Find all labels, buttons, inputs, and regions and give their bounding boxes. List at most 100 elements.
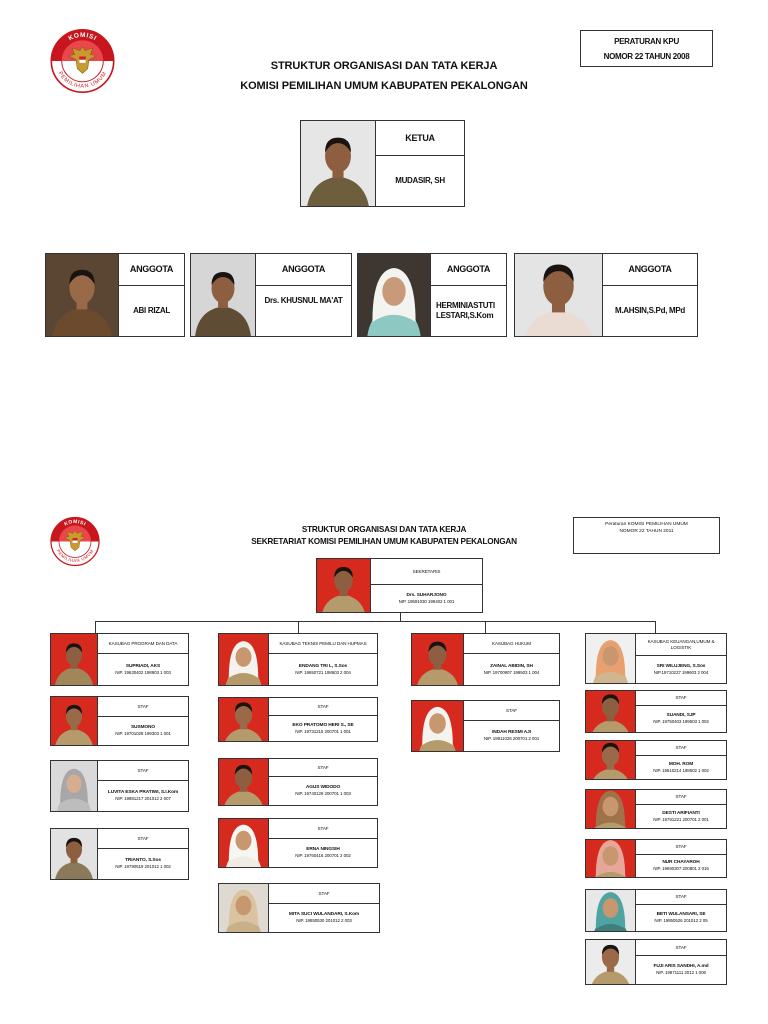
- employee-nip: NIP.19710227 199603 2 004: [653, 669, 709, 675]
- card-info: ANGGOTA Drs. KHUSNUL MA'AT: [256, 254, 351, 336]
- clothing: [592, 720, 629, 732]
- employee-name: AGUS WIDODO: [305, 785, 341, 791]
- member-name: ABI RIZAL: [133, 306, 170, 315]
- staff-card: STAF MOH. ROM NIP. 19610214 198502 1 002: [585, 740, 727, 780]
- card-info: STAF TRIANTO, S.Sos NIP. 19790519 201012…: [98, 829, 188, 879]
- shield-red: [72, 538, 78, 541]
- card-info: STAF BETI WULANSARI, SE NIP. 19850526 20…: [636, 890, 726, 931]
- face: [602, 796, 619, 817]
- regulation-line-2: NOMOR 22 TAHUN 2008: [603, 51, 690, 61]
- position-title: STAF: [269, 819, 377, 839]
- name-cell: HERMINIASTUTI LESTARI,S.Kom: [431, 286, 506, 336]
- hair: [334, 566, 353, 578]
- staff-card: STAF MITA SUCI WULANDARI, S.Kom NIP. 198…: [218, 883, 380, 933]
- photo: [586, 940, 636, 984]
- employee-name: MOH. ROM: [668, 761, 694, 767]
- clothing: [195, 306, 251, 336]
- position-title: ANGGOTA: [603, 254, 697, 286]
- employee-nip: NIP. 19630402 198903 1 003: [115, 669, 171, 675]
- hair: [428, 641, 447, 652]
- name-cell: M.AHSIN,S.Pd, MPd: [603, 286, 697, 336]
- face: [69, 271, 95, 304]
- staff-card: STAF DESTI ARIFIANTI NIP. 19791221 20070…: [585, 789, 727, 829]
- connector-line: [95, 621, 96, 633]
- employee-name: ZAINAL ABIDIN, SH: [490, 663, 533, 669]
- member-card: ANGGOTA ABI RIZAL: [45, 253, 185, 337]
- face: [429, 713, 446, 734]
- clothing: [225, 728, 262, 741]
- card-info: STAF AGUS WIDODO NIP. 19740129 200701 1 …: [269, 759, 377, 805]
- member-card: ANGGOTA HERMINIASTUTI LESTARI,S.Kom: [357, 253, 507, 337]
- regulation-box: Peraturan KOMISI PEMILIHAN UMUM NOMOR 22…: [573, 517, 720, 554]
- clothing: [55, 862, 93, 879]
- card-info: KETUA MUDASIR, SH: [376, 121, 464, 206]
- photo: [219, 884, 269, 932]
- regulation-box: PERATURAN KPU NOMOR 22 TAHUN 2008: [580, 30, 713, 67]
- portrait: [46, 254, 118, 336]
- kpu-logo: KOMISI PEMILIHAN UMUM: [50, 516, 100, 567]
- staff-card: STAF AGUS WIDODO NIP. 19740129 200701 1 …: [218, 758, 378, 806]
- connector-line: [655, 621, 656, 633]
- employee-name: EKO PRATOMO HERI S., SE: [292, 722, 354, 728]
- face: [234, 766, 253, 789]
- photo: [586, 741, 636, 779]
- staff-card: STAF FUJI ARIS SANDHI, A.md NIP. 1987111…: [585, 939, 727, 985]
- name-cell: TRIANTO, S.Sos NIP. 19790519 201012 1 00…: [98, 849, 188, 879]
- regulation-line-2: NOMOR 22 TAHUN 2011: [619, 529, 674, 534]
- staff-card: STAF NUR CHAYAROH NIP. 19690307 200801 2…: [585, 839, 727, 878]
- clothing: [52, 307, 112, 336]
- photo: [219, 634, 269, 685]
- portrait: [219, 819, 268, 867]
- portrait: [358, 254, 430, 336]
- position-title: STAF: [636, 890, 726, 905]
- employee-nip: NIP. 19760416 200701 2 002: [295, 853, 351, 859]
- face: [235, 830, 252, 851]
- logo-top-band: [51, 517, 99, 542]
- card-info: STAF SUSMONO NIP. 19701028 199303 1 001: [98, 697, 188, 745]
- name-cell: DESTI ARIFIANTI NIP. 19791221 200701 2 0…: [636, 805, 726, 828]
- face: [602, 846, 619, 866]
- card-info: ANGGOTA HERMINIASTUTI LESTARI,S.Kom: [431, 254, 506, 336]
- name-cell: SUPRIADI, AKS NIP. 19630402 198903 1 003: [98, 654, 188, 685]
- name-cell: FUJI ARIS SANDHI, A.md NIP. 19871111 201…: [636, 956, 726, 984]
- member-name: MUDASIR, SH: [395, 176, 445, 185]
- chairman-card: KETUA MUDASIR, SH: [300, 120, 465, 207]
- card-info: KASUBAG KEUANGAN,UMUM & LOGISTIK SRI WIL…: [636, 634, 726, 683]
- connector-line: [298, 621, 299, 633]
- name-cell: ABI RIZAL: [119, 286, 184, 336]
- photo: [586, 634, 636, 683]
- card-info: STAF SUANDI, SJP NIP. 19750403 199503 1 …: [636, 691, 726, 732]
- card-info: STAF MITA SUCI WULANDARI, S.Kom NIP. 198…: [269, 884, 379, 932]
- portrait: [586, 790, 635, 828]
- logo-top-textpath: KOMISI: [67, 32, 97, 42]
- hair: [601, 742, 620, 753]
- clothing: [224, 790, 263, 805]
- name-cell: NUR CHAYAROH NIP. 19690307 200801 2 016: [636, 855, 726, 877]
- section-head-card: KASUBAG TEKNIS PEMILU DAN HUPMAS ENDANG …: [218, 633, 378, 686]
- photo: [51, 829, 98, 879]
- card-info: ANGGOTA M.AHSIN,S.Pd, MPd: [603, 254, 697, 336]
- name-cell: ERNA NINGSIH NIP. 19760416 200701 2 002: [269, 839, 377, 867]
- position-title: STAF: [636, 940, 726, 956]
- member-name: M.AHSIN,S.Pd, MPd: [614, 306, 685, 315]
- employee-nip: NIP. 19881217 201012 2 007: [115, 796, 171, 802]
- photo: [219, 698, 269, 741]
- position-title: STAF: [636, 840, 726, 855]
- portrait: [515, 254, 602, 336]
- shield-white: [72, 540, 78, 544]
- portrait: [191, 254, 255, 336]
- card-info: KASUBAG TEKNIS PEMILU DAN HUPMAS ENDANG …: [269, 634, 377, 685]
- employee-nip: NIP. 19610214 198502 1 002: [653, 767, 709, 773]
- portrait: [219, 634, 268, 685]
- section-head-card: KASUBAG PROGRAM DAN DATA SUPRIADI, AKS N…: [50, 633, 189, 686]
- card-info: SEKRETARIS Drs. SUHARJONO NIP. 19591030 …: [371, 559, 482, 612]
- hair: [234, 764, 253, 775]
- name-cell: ENDANG TRI L, S.Sos NIP. 19650721 198603…: [269, 654, 377, 685]
- face: [334, 568, 353, 593]
- position-title: STAF: [464, 701, 559, 721]
- employee-name: SUPRIADI, AKS: [125, 663, 161, 669]
- position-title: SEKRETARIS: [371, 559, 482, 585]
- face: [325, 139, 351, 173]
- position-title: KASUBAG TEKNIS PEMILU DAN HUPMAS: [269, 634, 377, 654]
